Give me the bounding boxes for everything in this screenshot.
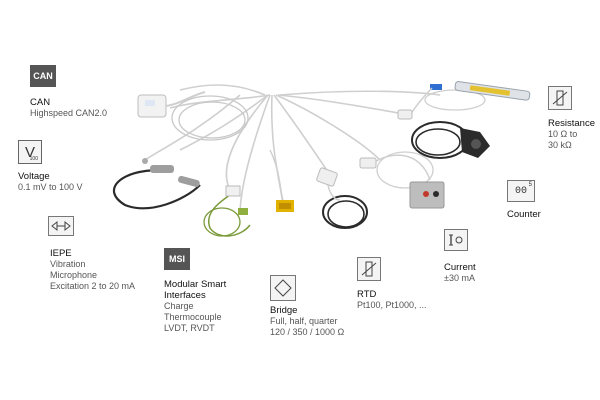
strain-gauge bbox=[269, 149, 294, 212]
current-adapter-box bbox=[359, 151, 445, 209]
iepe-label: IEPE Vibration Microphone Excitation 2 t… bbox=[50, 248, 135, 292]
can-icon: CAN bbox=[30, 65, 56, 87]
iepe-line-1: Vibration bbox=[50, 259, 86, 269]
can-line-1: Highspeed CAN2.0 bbox=[30, 108, 108, 118]
rtd-title: RTD bbox=[357, 289, 377, 300]
iepe-line-3: Excitation 2 to 20 mA bbox=[50, 281, 136, 291]
resistance-icon bbox=[548, 86, 572, 110]
counter-title: Counter bbox=[507, 209, 541, 220]
counter-icon: 00 5 bbox=[507, 180, 535, 202]
voltage-icon: V 100 bbox=[18, 140, 42, 164]
voltage-line-1: 0.1 mV to 100 V bbox=[18, 182, 83, 192]
cable-bundle bbox=[169, 84, 441, 216]
msi-line-3: LVDT, RVDT bbox=[164, 323, 215, 333]
msi-line-2: Thermocouple bbox=[164, 312, 222, 322]
counter-sensor bbox=[411, 121, 490, 159]
counter-label: Counter bbox=[507, 209, 541, 220]
iepe-sensor-icon bbox=[48, 216, 74, 236]
bridge-icon bbox=[270, 275, 296, 301]
resistance-line-1: 10 Ω to bbox=[548, 129, 578, 139]
coiled-cable-left bbox=[171, 95, 249, 141]
current-line-1: ±30 mA bbox=[444, 273, 475, 283]
iepe-cable bbox=[142, 94, 241, 164]
resistance-label: Resistance 10 Ω to 30 kΩ bbox=[548, 118, 595, 151]
iepe-title: IEPE bbox=[50, 248, 72, 259]
resistance-title: Resistance bbox=[548, 118, 595, 129]
rtd-icon bbox=[357, 257, 381, 281]
current-label: Current ±30 mA bbox=[444, 262, 476, 284]
rtd-line-1: Pt100, Pt1000, ... bbox=[357, 300, 427, 310]
bridge-line-1: Full, half, quarter bbox=[270, 316, 338, 326]
can-title: CAN bbox=[30, 97, 51, 108]
msi-icon: MSI bbox=[164, 248, 190, 270]
voltage-title: Voltage bbox=[18, 171, 50, 182]
rtd-label: RTD Pt100, Pt1000, ... bbox=[357, 289, 427, 311]
linear-potentiometer bbox=[397, 81, 531, 120]
can-label: CAN Highspeed CAN2.0 bbox=[30, 97, 107, 119]
bridge-label: Bridge Full, half, quarter 120 / 350 / 1… bbox=[270, 305, 344, 338]
msi-title-2: Interfaces bbox=[164, 290, 206, 301]
iepe-line-2: Microphone bbox=[50, 270, 98, 280]
msi-line-1: Charge bbox=[164, 301, 194, 311]
can-module bbox=[137, 91, 206, 118]
voltage-label: Voltage 0.1 mV to 100 V bbox=[18, 171, 83, 193]
msi-title: Modular Smart bbox=[164, 279, 227, 290]
voltage-probe-cable bbox=[112, 165, 201, 210]
resistance-line-2: 30 kΩ bbox=[548, 140, 572, 150]
bridge-line-2: 120 / 350 / 1000 Ω bbox=[270, 327, 345, 337]
msi-label: Modular Smart Interfaces Charge Thermoco… bbox=[164, 279, 226, 334]
current-title: Current bbox=[444, 262, 476, 273]
thermocouple-green-coil bbox=[203, 185, 251, 237]
rtd-connector-coil bbox=[316, 167, 368, 229]
current-icon bbox=[444, 229, 468, 251]
bridge-title: Bridge bbox=[270, 305, 298, 316]
